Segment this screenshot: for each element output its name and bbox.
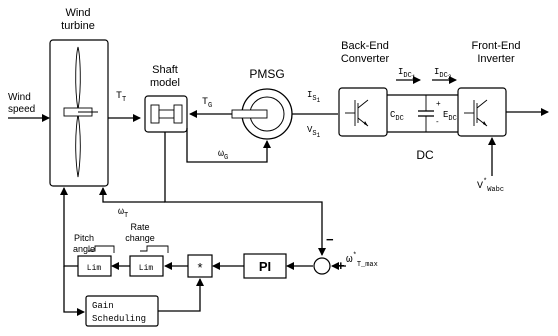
wind-turbine-label-2: turbine <box>61 20 95 32</box>
turbine-blade-up <box>75 46 81 111</box>
rate-limiter-shape <box>140 245 169 253</box>
cap-minus: - <box>436 117 439 126</box>
omega-g-line <box>186 128 271 163</box>
pitch-to-gain-scheduling <box>63 266 85 316</box>
gain-scheduling-label-2: Scheduling <box>92 314 146 324</box>
idc2-label: IDC2 <box>434 67 452 81</box>
sum-minus-sign: − <box>326 232 334 247</box>
shaft-model-block <box>144 95 188 133</box>
front-end-inverter-block <box>457 87 507 137</box>
dc-label: DC <box>416 148 434 162</box>
stator-current-label: IS1 <box>307 90 321 104</box>
gain-scheduling-label-1: Gain <box>92 301 114 311</box>
lim2-label: Lim <box>139 264 154 273</box>
cdc-label: CDC <box>390 110 404 123</box>
cap-plus: + <box>436 99 441 108</box>
back-end-label-1: Back-End <box>341 40 389 52</box>
dc-capacitor <box>418 95 434 132</box>
shaft-model-label-1: Shaft <box>152 64 178 76</box>
lim1-label: Lim <box>87 264 102 273</box>
pmsg-label: PMSG <box>249 67 284 81</box>
pitch-limiter-shape <box>88 245 115 253</box>
summing-junction <box>313 257 331 275</box>
rate-change-label-1: Rate <box>130 222 149 232</box>
gain-to-multiplier <box>158 278 204 312</box>
pitch-angle-label-1: Pitch <box>74 233 94 243</box>
back-end-label-2: Converter <box>341 53 390 65</box>
omega-ref-label: ω*T_max <box>346 252 378 269</box>
turbine-torque-label: TT <box>116 91 126 104</box>
front-end-label-2: Inverter <box>477 53 515 65</box>
wind-speed-label-1: Wind <box>8 92 31 103</box>
generator-torque-label: TG <box>202 97 212 110</box>
rate-change-label-2: change <box>125 233 155 243</box>
vwabc-label: V*Wabc <box>477 178 504 194</box>
back-end-converter-block <box>338 87 388 137</box>
pmsg-machine <box>231 88 293 140</box>
omega-t-to-sum <box>164 132 326 256</box>
idc1-label: IDC1 <box>398 67 416 81</box>
omega-g-label: ωG <box>218 149 228 162</box>
omega-t-label: ωT <box>118 207 128 220</box>
omega-t-to-turbine <box>99 187 165 203</box>
wind-turbine-block <box>49 39 109 187</box>
front-end-label-1: Front-End <box>472 40 521 52</box>
wind-speed-label-2: speed <box>8 104 35 115</box>
shaft-model-label-2: model <box>150 77 180 89</box>
pitch-to-turbine <box>60 187 78 267</box>
pitch-angle-label-2: angle <box>73 244 95 254</box>
pi-label: PI <box>259 259 271 274</box>
stator-voltage-label: VS1 <box>307 125 321 139</box>
multiplier-label: * <box>197 260 202 275</box>
turbine-blade-down <box>75 113 81 178</box>
edc-label: EDC <box>443 110 457 123</box>
wind-turbine-label-1: Wind <box>65 7 90 19</box>
